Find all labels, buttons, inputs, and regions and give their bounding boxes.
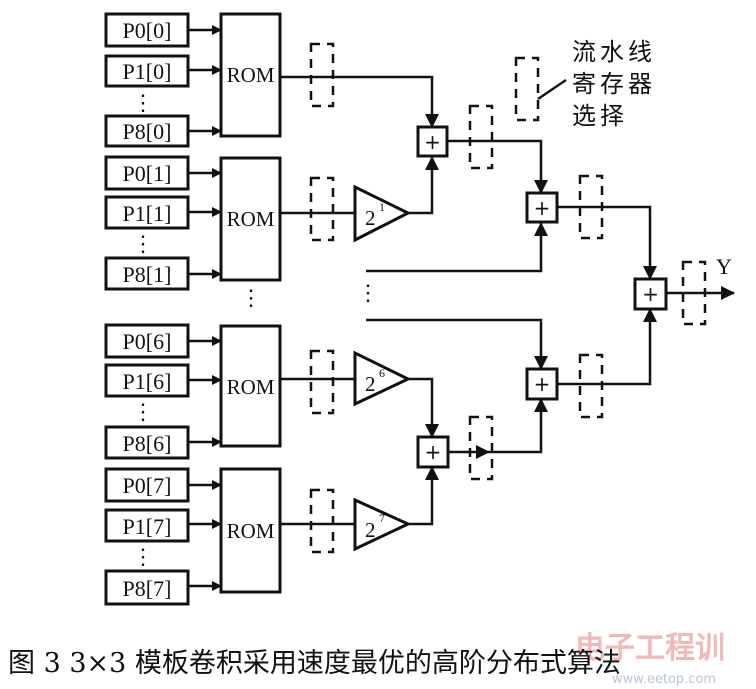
input-label: P8[0] xyxy=(123,119,172,144)
wire xyxy=(447,139,548,194)
shift-multiplier xyxy=(353,497,412,552)
adder-symbol: + xyxy=(534,196,551,220)
ellipsis: ⋮ xyxy=(357,280,379,305)
legend-line-3: 选择 xyxy=(572,102,628,130)
input-box xyxy=(104,12,190,48)
input-box xyxy=(104,425,190,460)
legend-pointer xyxy=(537,78,567,101)
shift-multiplier xyxy=(353,350,412,407)
rom-block xyxy=(219,12,282,138)
watermark: 电子工程训 xyxy=(575,631,725,666)
input-box xyxy=(104,508,190,543)
input-label: P1[0] xyxy=(123,59,172,84)
rom-label: ROM xyxy=(227,519,275,543)
ellipsis: ⋮ xyxy=(132,399,154,424)
pipeline-register xyxy=(578,353,604,419)
wire xyxy=(489,398,548,454)
bit-group-7: P0[7] P1[7] ⋮ P8[7] ROM 2 7 xyxy=(104,466,439,606)
output-label: Y xyxy=(716,254,732,279)
input-label: P0[6] xyxy=(123,329,172,354)
shift-multiplier xyxy=(353,184,412,243)
wire xyxy=(280,75,439,128)
bit-group-6: P0[6] P1[6] ⋮ P8[6] ROM 2 6 xyxy=(104,323,439,460)
legend-line-2: 寄存器 xyxy=(572,70,656,98)
input-label: P8[1] xyxy=(123,262,172,287)
input-box xyxy=(104,155,190,191)
legend-register-sample xyxy=(514,56,540,122)
pipeline-register xyxy=(309,488,335,554)
ellipsis: ⋮ xyxy=(240,285,262,310)
rom-label: ROM xyxy=(227,207,275,231)
ellipsis: ⋮ xyxy=(132,544,154,569)
adder-symbol: + xyxy=(424,130,441,154)
rom-label: ROM xyxy=(227,375,275,399)
wire xyxy=(408,466,439,526)
input-box xyxy=(104,54,190,88)
pipeline-register xyxy=(309,176,335,242)
wire xyxy=(408,156,439,215)
wire xyxy=(366,318,548,370)
rom-block xyxy=(219,324,282,448)
ellipsis: ⋮ xyxy=(132,90,154,115)
weight-base: 2 xyxy=(365,206,376,230)
weight-base: 2 xyxy=(365,518,376,542)
wire xyxy=(408,377,439,438)
input-label: P1[6] xyxy=(123,369,172,394)
legend-line-1: 流水线 xyxy=(572,38,656,66)
bit-group-0: P0[0] P1[0] ⋮ P8[0] ROM xyxy=(104,12,439,148)
pipeline-register xyxy=(468,104,494,170)
rom-label: ROM xyxy=(227,63,275,87)
adder-symbol: + xyxy=(425,440,442,464)
input-label: P8[6] xyxy=(123,431,172,456)
pipeline-register xyxy=(309,42,335,108)
rom-block xyxy=(219,467,282,594)
weight-base: 2 xyxy=(365,372,376,396)
input-label: P0[0] xyxy=(123,18,172,43)
input-label: P8[7] xyxy=(123,576,172,601)
adder xyxy=(416,125,449,158)
input-box xyxy=(104,195,190,230)
weight-exponent: 7 xyxy=(379,511,385,525)
rom-block xyxy=(219,156,282,282)
input-box xyxy=(104,114,190,148)
pipeline-register xyxy=(309,349,335,415)
wire xyxy=(366,222,548,273)
wire xyxy=(557,205,657,280)
input-label: P0[7] xyxy=(123,473,172,498)
weight-exponent: 1 xyxy=(379,200,385,214)
watermark-url: www.eetop.com xyxy=(612,672,716,687)
bit-group-1: P0[1] P1[1] ⋮ P8[1] ROM 2 1 xyxy=(104,155,439,291)
input-label: P0[1] xyxy=(123,161,172,186)
weight-exponent: 6 xyxy=(379,366,385,380)
input-label: P1[7] xyxy=(123,514,172,539)
input-label: P1[1] xyxy=(123,201,172,226)
pipeline-register xyxy=(468,415,494,481)
figure-caption: 图 3 3×3 模板卷积采用速度最优的高阶分布式算法 xyxy=(8,648,621,679)
ellipsis: ⋮ xyxy=(132,231,154,256)
wire xyxy=(557,308,657,386)
legend: 流水线 寄存器 选择 xyxy=(514,38,656,130)
adder-symbol: + xyxy=(642,282,659,306)
adder-symbol: + xyxy=(534,372,551,396)
input-box xyxy=(104,569,190,606)
